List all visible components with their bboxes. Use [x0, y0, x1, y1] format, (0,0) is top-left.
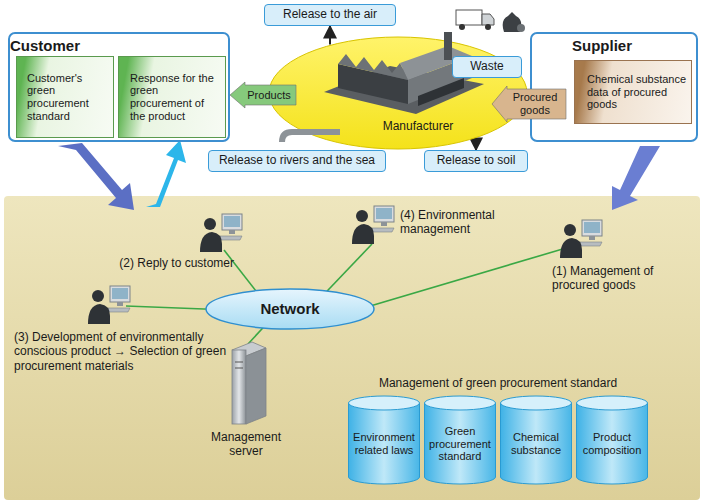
system-panel: [4, 196, 700, 500]
node-text: Chemical substance: [502, 431, 570, 456]
callout-label: Management server: [206, 430, 286, 459]
callout-label: (2) Reply to customer: [96, 256, 234, 270]
document-box: Chemical substance data of procured good…: [574, 60, 692, 124]
waste-box: Waste: [452, 56, 522, 78]
release-box: Release to soil: [424, 150, 528, 172]
network-ellipse: Network: [205, 288, 375, 330]
node-text: Network: [215, 300, 365, 317]
box-heading: Customer: [10, 37, 228, 54]
document-box: Response for the green procurement of th…: [118, 56, 226, 138]
supplier-box: SupplierChemical substance data of procu…: [530, 32, 698, 142]
computer-user: [560, 220, 602, 258]
node-text: Release to rivers and the sea: [213, 154, 381, 168]
manufacturer-ellipse: Manufacturer: [268, 36, 528, 150]
computer-user: [200, 214, 242, 252]
box-heading: Supplier: [572, 37, 696, 54]
node-text: Product composition: [578, 431, 646, 456]
flow-connector: [329, 26, 331, 44]
node-text: Release to the air: [269, 8, 391, 22]
node-text: Manufacturer: [348, 120, 488, 134]
release-box: Release to the air: [264, 4, 396, 26]
node-text: Waste: [457, 60, 517, 74]
node-text: Procured goods: [507, 91, 563, 116]
flow-arrow: [58, 143, 134, 210]
node-text: Products: [245, 89, 293, 102]
node-text: Customer's green procurement standard: [27, 72, 109, 123]
flow-connector: [475, 139, 477, 150]
database-cylinder: Green procurement standard: [424, 396, 496, 484]
computer-user: [352, 206, 394, 244]
flow-arrow: [612, 146, 660, 210]
callout-label: (3) Development of environmentally consc…: [14, 330, 246, 373]
flow-arrow-box: Procured goods: [492, 86, 566, 122]
callout-label: Management of green procurement standard: [353, 376, 643, 390]
trash-icon: [503, 12, 525, 32]
node-text: Response for the green procurement of th…: [130, 72, 221, 123]
callout-label: (4) Environmental management: [400, 208, 540, 237]
flow-arrow-box: Products: [230, 82, 296, 108]
database-cylinder: Product composition: [576, 396, 648, 484]
document-box: Customer's green procurement standard: [16, 56, 114, 138]
callout-label: (1) Management of procured goods: [552, 264, 676, 293]
database-cylinder: Environment related laws: [348, 396, 420, 484]
node-text: Release to soil: [429, 154, 523, 168]
customer-box: CustomerCustomer's green procurement sta…: [8, 32, 230, 142]
truck-icon: [456, 10, 494, 30]
node-text: Green procurement standard: [426, 425, 494, 463]
release-box: Release to rivers and the sea: [208, 150, 386, 172]
server-icon: [232, 342, 266, 424]
database-cylinder: Chemical substance: [500, 396, 572, 484]
flow-arrow: [146, 140, 186, 207]
node-text: Chemical substance data of procured good…: [587, 73, 687, 111]
computer-user: [88, 286, 130, 324]
node-text: Environment related laws: [350, 431, 418, 456]
